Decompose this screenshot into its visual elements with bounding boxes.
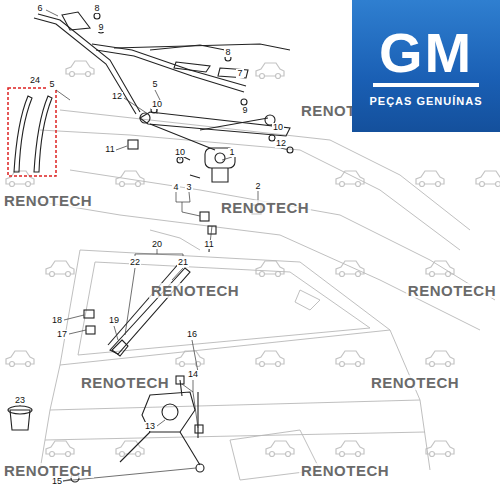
callout-number: 11	[104, 145, 115, 154]
callout-number: 5	[48, 80, 55, 89]
callout-number: 13	[144, 422, 156, 431]
callout-number: 24	[29, 76, 41, 85]
callout-box	[8, 88, 56, 176]
callout-number: 3	[185, 183, 192, 192]
watermark: RENOTECH	[149, 283, 241, 298]
watermark: RENOTECH	[299, 463, 391, 478]
watermark: RENOTECH	[2, 463, 94, 478]
callout-number: 5	[151, 80, 158, 89]
callout-number: 10	[174, 148, 186, 157]
callout-number: 10	[151, 100, 163, 109]
callout-number: 15	[51, 477, 63, 486]
callout-number: 22	[129, 258, 141, 267]
logo-badge: GM PEÇAS GENUÍNAS	[352, 0, 500, 132]
watermark: RENOTECH	[79, 375, 171, 390]
callout-number: 1	[228, 148, 235, 157]
callout-number: 14	[187, 370, 199, 379]
callout-number: 7	[236, 69, 243, 78]
callout-number: 11	[203, 240, 214, 249]
callout-number: 9	[97, 23, 104, 32]
callout-number: 21	[177, 258, 189, 267]
callout-number: 18	[51, 316, 63, 325]
callout-number: 8	[93, 4, 100, 13]
callout-number: 12	[275, 139, 287, 148]
watermark: RENOTECH	[219, 200, 311, 215]
callout-number: 2	[254, 182, 261, 191]
callout-number: 4	[172, 183, 179, 192]
wiper-blade	[14, 96, 52, 172]
callout-number: 19	[108, 316, 120, 325]
wiper-linkage	[128, 107, 293, 234]
leader-line	[20, 10, 288, 481]
callout-number: 12	[111, 92, 123, 101]
callout-number: 20	[151, 240, 163, 249]
callout-number: 6	[36, 4, 43, 13]
front-wiper	[34, 12, 290, 114]
callout-number: 16	[186, 330, 198, 339]
brand-tagline: PEÇAS GENUÍNAS	[369, 95, 482, 107]
callout-number: 10	[272, 123, 284, 132]
watermark: RENOTECH	[2, 193, 94, 208]
watermark: RENOTECH	[369, 375, 461, 390]
watermark: RENOTECH	[406, 283, 498, 298]
callout-number: 17	[56, 330, 68, 339]
callout-number: 9	[241, 106, 248, 115]
callout-number: 8	[224, 48, 231, 57]
callout-number: 23	[14, 396, 26, 405]
brand-logo: GM	[373, 25, 479, 87]
